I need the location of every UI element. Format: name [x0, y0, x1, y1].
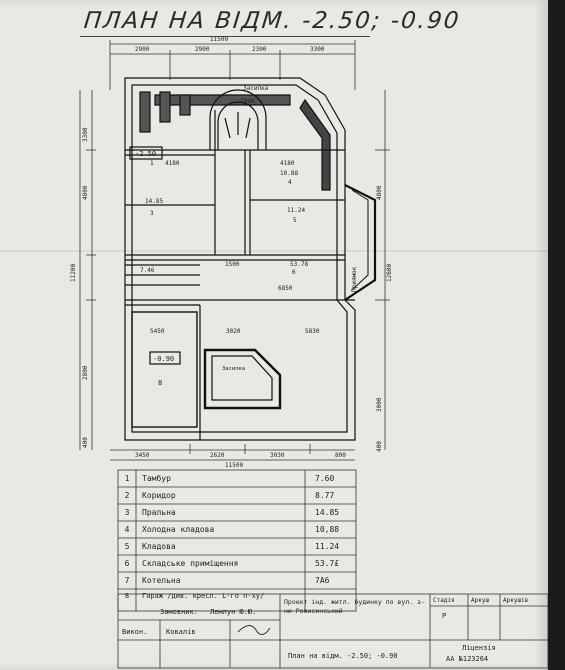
title-underline — [80, 36, 370, 37]
executor-name: Ковалів — [166, 628, 196, 636]
room-row-5-area: 11.24 — [315, 542, 340, 551]
room-row-5-num: 5 — [124, 542, 130, 551]
room-row-5-name: Кладова — [142, 542, 176, 551]
room-4-num: 4 — [288, 179, 292, 186]
room-4-area: 10.88 — [280, 170, 298, 177]
dim-right-2: 12600 — [386, 263, 393, 282]
dim-left-2: 4800 — [82, 185, 89, 200]
customer-label: Замовник: — [160, 608, 198, 616]
dim-5830: 5830 — [305, 328, 320, 335]
dim-4180-a: 4180 — [165, 160, 180, 167]
dim-top-1: 2900 — [135, 46, 150, 53]
room-row-4-name: Холодна кладова — [142, 525, 215, 534]
dim-right-1: 4800 — [376, 185, 383, 200]
dim-right-4: 400 — [376, 441, 383, 452]
dim-bottom-4: 800 — [335, 452, 346, 459]
dim-4180-b: 4180 — [280, 160, 295, 167]
dim-bottom-3: 3030 — [270, 452, 285, 459]
dim-5450: 5450 — [150, 328, 165, 335]
dim-total-top: 11500 — [210, 36, 228, 43]
room-row-2-num: 2 — [124, 491, 130, 500]
stage-head: Стадія — [433, 597, 455, 604]
room-6-num: 6 — [292, 269, 296, 276]
zasypka-bottom-label: Засипка — [222, 366, 245, 372]
room-row-3-area: 14.85 — [315, 508, 340, 517]
room-row-1-area: 7.60 — [315, 474, 335, 483]
dim-left-3: 11200 — [70, 263, 77, 282]
executor-label: Викон. — [122, 628, 148, 636]
stage-value: Р — [442, 612, 447, 620]
dim-1500: 1500 — [225, 261, 240, 268]
customer-value: Лемлун Ю.Ю. — [210, 608, 257, 616]
zasypka-top-label: Засипка — [243, 85, 269, 92]
room-row-7-area: 7А6 — [315, 576, 330, 585]
sheets-head: Аркушів — [503, 597, 529, 604]
floor-plan: Засипка 7000 -2.50 1 4180 4180 10.88 4 1… — [79, 36, 390, 469]
room-row-6-num: 6 — [124, 559, 130, 568]
paper-fold — [0, 250, 548, 252]
sheet-head: Аркуш — [471, 597, 490, 604]
pryjamok-label: Приямок — [351, 266, 358, 292]
dim-left-5: 400 — [82, 437, 89, 448]
dim-top-4: 3300 — [310, 46, 325, 53]
dim-total-bottom: 11500 — [225, 462, 243, 469]
drawing-name: План на відм. -2.50; -0.90 — [288, 652, 398, 660]
project-name: Проект інд. житл. будинку по вул. з-ни Р… — [284, 598, 425, 615]
room-row-7-num: 7 — [124, 576, 130, 585]
dim-7000: 7000 — [240, 98, 255, 105]
room-row-4-area: 10,88 — [315, 525, 340, 534]
dim-left-1: 3300 — [82, 127, 89, 142]
room-3-area: 14.85 — [145, 198, 163, 205]
room-row-7-name: Котельна — [142, 576, 181, 585]
room-7-area: 7.46 — [140, 267, 155, 274]
room-5-num: 5 — [293, 217, 297, 224]
room-6-area: 53.78 — [290, 261, 308, 268]
level-minus-090: -0.90 — [153, 355, 174, 363]
license-label: Ліцензія — [462, 644, 496, 652]
garage-num: 8 — [158, 379, 162, 387]
room-row-8-num: 8 — [124, 592, 130, 600]
room-5-area: 11.24 — [287, 207, 305, 214]
room-row-3-num: 3 — [124, 508, 130, 517]
room-row-3-name: Пральна — [142, 508, 176, 517]
room-row-2-area: 8.77 — [315, 491, 335, 500]
room-row-6-area: 53.7£ — [315, 559, 340, 568]
room-1-num: 1 — [150, 160, 154, 167]
dim-bottom-1: 3450 — [135, 452, 150, 459]
dim-top-3: 2300 — [252, 46, 267, 53]
room-row-6-name: Складське приміщення — [142, 559, 239, 568]
dim-3020: 3020 — [226, 328, 241, 335]
level-minus-250: -2.50 — [135, 150, 156, 158]
room-row-1-name: Тамбур — [142, 474, 171, 483]
room-row-2-name: Коридор — [142, 491, 176, 500]
dim-6850: 6850 — [278, 285, 293, 292]
room-row-4-num: 4 — [124, 525, 130, 534]
dim-right-3: 3000 — [376, 397, 383, 412]
dim-top-2: 2900 — [195, 46, 210, 53]
room-row-1-num: 1 — [124, 474, 130, 483]
room-row-8-name: Гараж /див. кресл. L-го п-ху/ — [142, 592, 265, 600]
license-number: АА №123264 — [446, 655, 489, 663]
dim-bottom-2: 2620 — [210, 452, 225, 459]
dim-left-4: 2800 — [82, 365, 89, 380]
room-3-num: 3 — [150, 210, 154, 217]
